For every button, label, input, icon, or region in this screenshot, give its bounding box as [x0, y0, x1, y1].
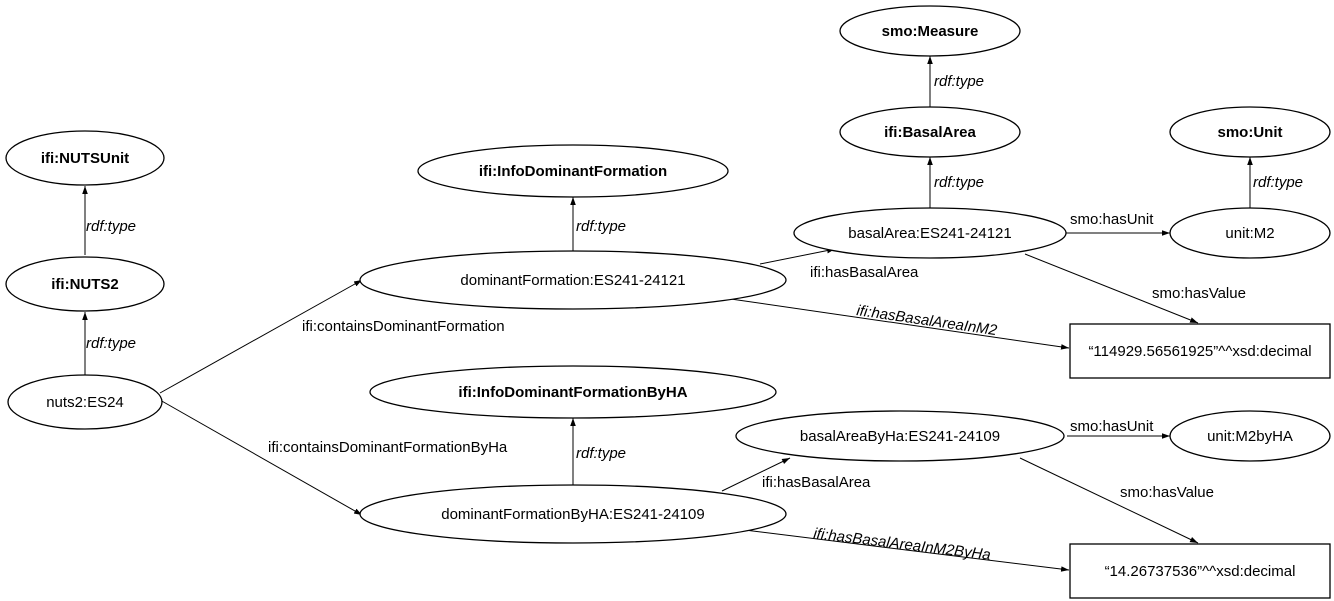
label-ifi-basalarea: ifi:BasalArea [884, 124, 976, 141]
node-unit-m2byha[interactable] [1169, 410, 1331, 462]
label-ifi-infodominantformation: ifi:InfoDominantFormation [479, 163, 667, 180]
edge-label-contains-dominant-formation: ifi:containsDominantFormation [302, 318, 505, 335]
edge-label-rdf-type-basalarea: rdf:type [934, 174, 984, 191]
edge-label-has-basal-area-in-m2-byha: ifi:hasBasalAreaInM2ByHa [813, 525, 992, 564]
label-ifi-nuts2: ifi:NUTS2 [51, 276, 119, 293]
edge-label-rdf-type-unit-m2: rdf:type [1253, 174, 1303, 191]
node-ifi-nuts2[interactable] [5, 256, 165, 312]
label-dominantformationbyha: dominantFormationByHA:ES241-24109 [441, 506, 704, 523]
node-dominantformation[interactable] [359, 250, 787, 310]
label-basalareabyha: basalAreaByHa:ES241-24109 [800, 428, 1000, 445]
node-literal-basalareabyha[interactable] [1069, 543, 1331, 599]
edge-has-basal-area [759, 247, 836, 265]
node-unit-m2[interactable] [1169, 207, 1331, 259]
edge-label-rdf-type-dominant-formation: rdf:type [576, 218, 626, 235]
edge-has-value [1024, 253, 1199, 324]
node-ifi-infodominantformationbyha[interactable] [369, 365, 777, 419]
node-literal-basalarea[interactable] [1069, 323, 1331, 379]
label-dominantformation: dominantFormation:ES241-24121 [460, 272, 685, 289]
edge-label-has-value: smo:hasValue [1152, 285, 1246, 302]
edge-label-rdf-type-nuts2: rdf:type [86, 335, 136, 352]
node-dominantformationbyha[interactable] [359, 484, 787, 544]
label-nuts2-es24: nuts2:ES24 [46, 394, 124, 411]
node-basalareabyha[interactable] [735, 410, 1065, 462]
label-ifi-infodominantformationbyha: ifi:InfoDominantFormationByHA [458, 384, 687, 401]
edges [82, 56, 1253, 572]
label-literal-basalareabyha: “14.26737536”^^xsd:decimal [1105, 563, 1296, 580]
edge-label-rdf-type-dominant-formation-byha: rdf:type [576, 445, 626, 462]
edge-has-basal-area-in-m2 [709, 295, 1070, 350]
edge-label-has-basal-area-byha: ifi:hasBasalArea [762, 474, 871, 491]
node-basalarea[interactable] [793, 207, 1067, 259]
label-smo-unit: smo:Unit [1218, 124, 1283, 141]
edge-labels: rdf:type rdf:type ifi:containsDominantFo… [86, 73, 1303, 564]
node-smo-measure[interactable] [839, 5, 1021, 57]
label-literal-basalarea: “114929.56561925”^^xsd:decimal [1088, 343, 1311, 360]
label-basalarea: basalArea:ES241-24121 [848, 225, 1011, 242]
edge-contains-dominant-formation-byha [159, 399, 363, 516]
edge-label-has-unit: smo:hasUnit [1070, 211, 1154, 228]
node-ifi-basalarea[interactable] [839, 106, 1021, 158]
edge-contains-dominant-formation [159, 279, 363, 394]
edge-has-basal-area-byha [721, 457, 791, 492]
node-nuts2-es24[interactable] [7, 374, 163, 430]
edge-label-rdf-type-ifi-nuts2: rdf:type [86, 218, 136, 235]
edge-has-value-byha [1019, 457, 1199, 544]
node-ifi-nutsunit[interactable] [5, 130, 165, 186]
label-ifi-nutsunit: ifi:NUTSUnit [41, 150, 129, 167]
edge-has-basal-area-in-m2-byha [719, 526, 1070, 572]
label-unit-m2byha: unit:M2byHA [1207, 428, 1293, 445]
label-unit-m2: unit:M2 [1225, 225, 1274, 242]
nodes: ifi:NUTSUnit ifi:NUTS2 nuts2:ES24 ifi:In… [5, 5, 1331, 599]
node-smo-unit[interactable] [1169, 106, 1331, 158]
edge-label-contains-dominant-formation-byha: ifi:containsDominantFormationByHa [268, 439, 508, 456]
edge-label-rdf-type-ifi-basalarea: rdf:type [934, 73, 984, 90]
node-ifi-infodominantformation[interactable] [417, 144, 729, 198]
edge-label-has-basal-area: ifi:hasBasalArea [810, 264, 919, 281]
edge-label-has-basal-area-in-m2: ifi:hasBasalAreaInM2 [855, 302, 998, 339]
label-smo-measure: smo:Measure [882, 23, 979, 40]
edge-label-has-unit-byha: smo:hasUnit [1070, 418, 1154, 435]
edge-label-has-value-byha: smo:hasValue [1120, 484, 1214, 501]
